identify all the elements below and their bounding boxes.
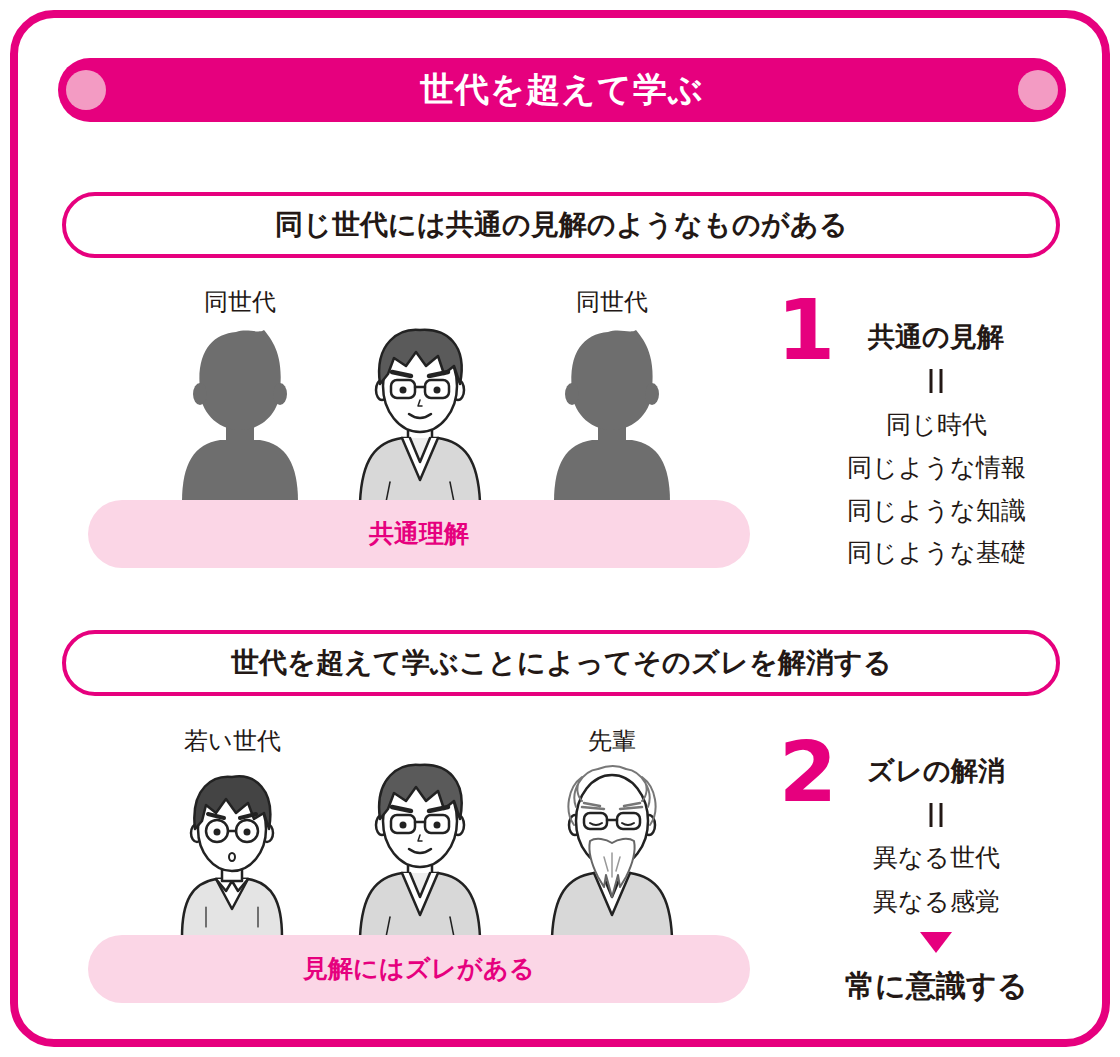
young-figure bbox=[182, 776, 282, 937]
title-holder: 世代を超えて学ぶ bbox=[58, 58, 1066, 122]
silhouette-figure bbox=[182, 330, 298, 502]
summary-band: 見解にはズレがある bbox=[88, 935, 750, 1003]
point-item: 異なる感覚 bbox=[873, 888, 1000, 917]
callout-number: 2 bbox=[779, 724, 837, 821]
title-dot bbox=[66, 70, 106, 110]
title-dot bbox=[1018, 70, 1058, 110]
silhouette-figure bbox=[554, 330, 670, 502]
group-label: 同世代 bbox=[204, 289, 276, 317]
group-label: 同世代 bbox=[576, 289, 648, 317]
node-text: 共通理解 bbox=[369, 519, 469, 549]
summary-band: 共通理解 bbox=[88, 500, 750, 568]
point-item: 同じような情報 bbox=[847, 454, 1026, 483]
node-text: 見解にはズレがある bbox=[303, 954, 535, 984]
heading-pill: 同じ世代には共通の見解のようなものがある bbox=[62, 192, 1060, 258]
title-bar bbox=[58, 58, 1066, 122]
conclusion-text: 常に意識する bbox=[845, 969, 1028, 1004]
node-text: 世代を超えて学ぶことによってそのズレを解消する bbox=[231, 646, 892, 680]
callout-number: 1 bbox=[777, 282, 835, 379]
node-text: 同じ世代には共通の見解のようなものがある bbox=[275, 208, 848, 242]
heading-pill: 世代を超えて学ぶことによってそのズレを解消する bbox=[62, 630, 1060, 696]
elder-figure bbox=[552, 766, 672, 937]
diagram-title: 世代を超えて学ぶ bbox=[420, 67, 704, 113]
author-figure bbox=[360, 765, 480, 937]
equals-symbol bbox=[931, 369, 941, 393]
point-heading: 共通の見解 bbox=[868, 321, 1004, 352]
author-figure bbox=[360, 330, 480, 502]
point-item: 同じような基礎 bbox=[847, 539, 1026, 568]
equals-symbol bbox=[931, 803, 941, 827]
down-triangle bbox=[920, 932, 952, 953]
group-label: 若い世代 bbox=[184, 728, 281, 756]
outer-frame bbox=[14, 14, 1106, 1043]
group-label: 先輩 bbox=[588, 728, 636, 756]
point-item: 同じ時代 bbox=[886, 411, 987, 440]
point-item: 異なる世代 bbox=[873, 844, 1000, 873]
point-item: 同じような知識 bbox=[847, 497, 1026, 526]
point-heading: ズレの解消 bbox=[867, 755, 1005, 786]
